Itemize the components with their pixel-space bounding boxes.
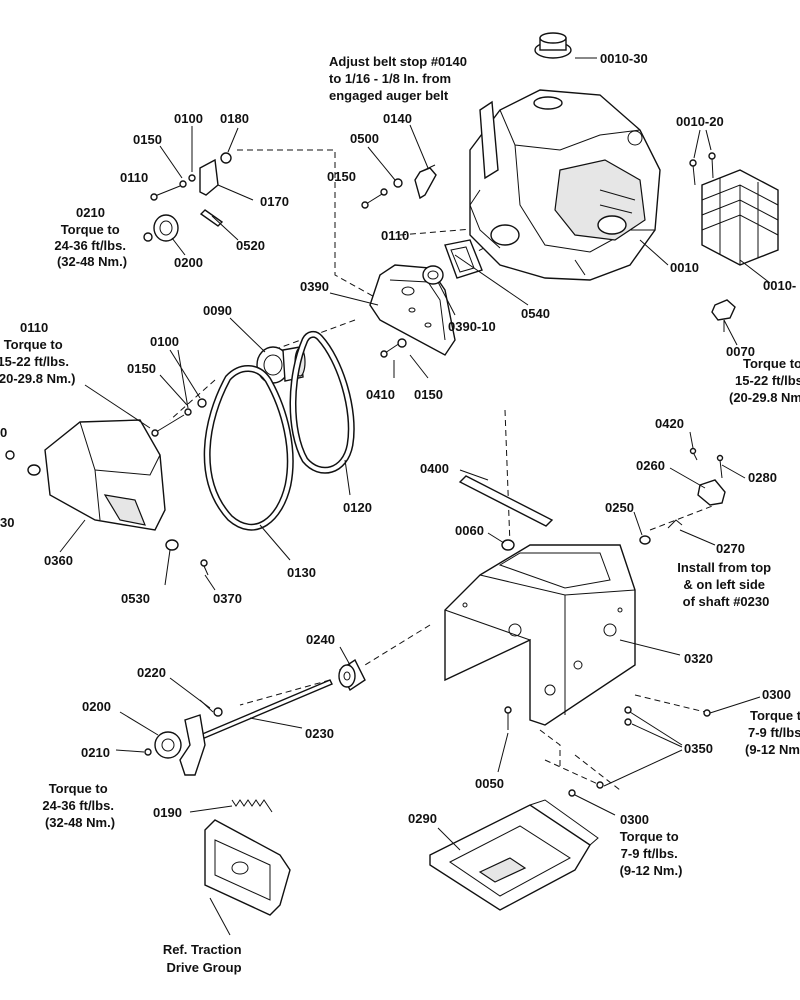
callout-0320: 0320 <box>684 651 713 666</box>
note-belt-stop: Adjust belt stop #0140 to 1/16 - 1/8 In.… <box>329 54 471 103</box>
callout-0390-10: 0390-10 <box>448 319 496 334</box>
strap-0400 <box>458 475 554 527</box>
callout-0270: 0270 <box>716 541 745 556</box>
note-torque-0300-right: Torque t 7-9 ft/lbs (9-12 Nm <box>745 708 800 757</box>
chassis-frame-0320 <box>444 544 636 726</box>
callout-0210-bot: 0210 <box>81 745 110 760</box>
callout-0060: 0060 <box>455 523 484 538</box>
callout-0240: 0240 <box>306 632 335 647</box>
callout-0290: 0290 <box>408 811 437 826</box>
callout-0210-top: 0210 <box>76 205 105 220</box>
belt-guide-0390 <box>369 264 456 356</box>
callout-0250: 0250 <box>605 500 634 515</box>
screws-0350 <box>596 706 632 789</box>
bolt-0410 <box>380 338 407 358</box>
callout-0410: 0410 <box>366 387 395 402</box>
belt-stop-0140 <box>414 164 437 200</box>
fuel-cap-0010-30 <box>534 32 572 59</box>
spring-0190 <box>231 799 273 813</box>
callout-0390: 0390 <box>300 279 329 294</box>
callout-0360: 0360 <box>44 553 73 568</box>
callout-0110-top: 0110 <box>120 170 148 185</box>
note-torque-0210-bot: Torque to 24-36 ft/lbs. (32-48 Nm.) <box>42 781 117 830</box>
callout-0010: 0010 <box>670 260 699 275</box>
belt-0130 <box>203 365 294 531</box>
callout-0530: 0530 <box>121 591 150 606</box>
notes: Adjust belt stop #0140 to 1/16 - 1/8 In.… <box>0 54 800 975</box>
callout-0230: 0230 <box>305 726 334 741</box>
idler-bracket-top <box>143 152 232 242</box>
callout-0200-top: 0200 <box>174 255 203 270</box>
hardware-right-mid <box>639 447 726 545</box>
callout-0500: 0500 <box>350 131 379 146</box>
callout-0100-left: 0100 <box>150 334 179 349</box>
callout-0520: 0520 <box>236 238 265 253</box>
callout-0260: 0260 <box>636 458 665 473</box>
washer-0390-10 <box>422 265 444 285</box>
belt-cover-0360 <box>44 419 166 531</box>
callout-0420: 0420 <box>655 416 684 431</box>
callout-0400: 0400 <box>420 461 449 476</box>
washer-0060 <box>501 539 515 551</box>
callout-0150-low: 0150 <box>414 387 443 402</box>
hardware-edge-left <box>5 450 41 476</box>
hardware-0530-0370 <box>165 539 209 576</box>
callout-0370: 0370 <box>213 591 242 606</box>
callout-0050: 0050 <box>475 776 504 791</box>
hardware-left <box>151 398 207 437</box>
callout-0090: 0090 <box>203 303 232 318</box>
bolt-0070 <box>711 299 736 332</box>
callout-0300-right: 0300 <box>762 687 791 702</box>
callout-0100-top: 0100 <box>174 111 203 126</box>
callout-0130: 0130 <box>287 565 316 580</box>
bolt-0050 <box>504 706 512 730</box>
callout-0150-top: 0150 <box>133 132 162 147</box>
note-torque-0210-top: Torque to 24-36 ft/lbs. (32-48 Nm.) <box>54 222 129 269</box>
muffler-guard <box>701 169 779 266</box>
callout-0140: 0140 <box>383 111 412 126</box>
note-torque-0110-left: Torque to 15-22 ft/lbs. (20-29.8 Nm.) <box>0 337 75 386</box>
callout-edge-0: 0 <box>0 425 7 440</box>
belt-0120 <box>289 330 355 474</box>
callout-0300-low: 0300 <box>620 812 649 827</box>
callout-0280: 0280 <box>748 470 777 485</box>
callout-0200-bot: 0200 <box>82 699 111 714</box>
callout-0350: 0350 <box>684 741 713 756</box>
callout-0120: 0120 <box>343 500 372 515</box>
engine-0010 <box>469 89 661 281</box>
callout-0540: 0540 <box>521 306 550 321</box>
leader-lines <box>59 57 771 936</box>
note-torque-0070: Torque to 15-22 ft/lbs (20-29.8 Nm <box>729 356 800 405</box>
callout-0180: 0180 <box>220 111 249 126</box>
callout-0110-left: 0110 <box>20 320 48 335</box>
bushing-0240 <box>338 658 366 692</box>
traction-plate <box>204 819 291 916</box>
callout-0010-30: 0010-30 <box>600 51 648 66</box>
skid-plate-0290 <box>429 799 599 911</box>
callout-0070: 0070 <box>726 344 755 359</box>
callout-0150-left: 0150 <box>127 361 156 376</box>
idler-arm-bottom <box>144 714 206 776</box>
callout-0010-20: 0010-20 <box>676 114 724 129</box>
hardware-mid <box>361 178 403 209</box>
note-install-0270: Install from top & on left side of shaft… <box>677 560 775 609</box>
gasket-0540 <box>444 239 483 279</box>
callout-0220: 0220 <box>137 665 166 680</box>
callout-labels: 0010-30 0010-20 0010 0010- 0070 0100 018… <box>0 51 796 827</box>
callout-0190: 0190 <box>153 805 182 820</box>
screws-0010-20 <box>689 152 716 186</box>
callout-edge-30: 30 <box>0 515 14 530</box>
note-ref-traction: Ref. Traction Drive Group <box>163 942 245 975</box>
callout-0170: 0170 <box>260 194 289 209</box>
callout-0110-mid: 0110 <box>381 228 409 243</box>
note-torque-0300-low: Torque to 7-9 ft/lbs. (9-12 Nm.) <box>620 829 683 878</box>
callout-0150-mid: 0150 <box>327 169 356 184</box>
callout-0010-right: 0010- <box>763 278 796 293</box>
